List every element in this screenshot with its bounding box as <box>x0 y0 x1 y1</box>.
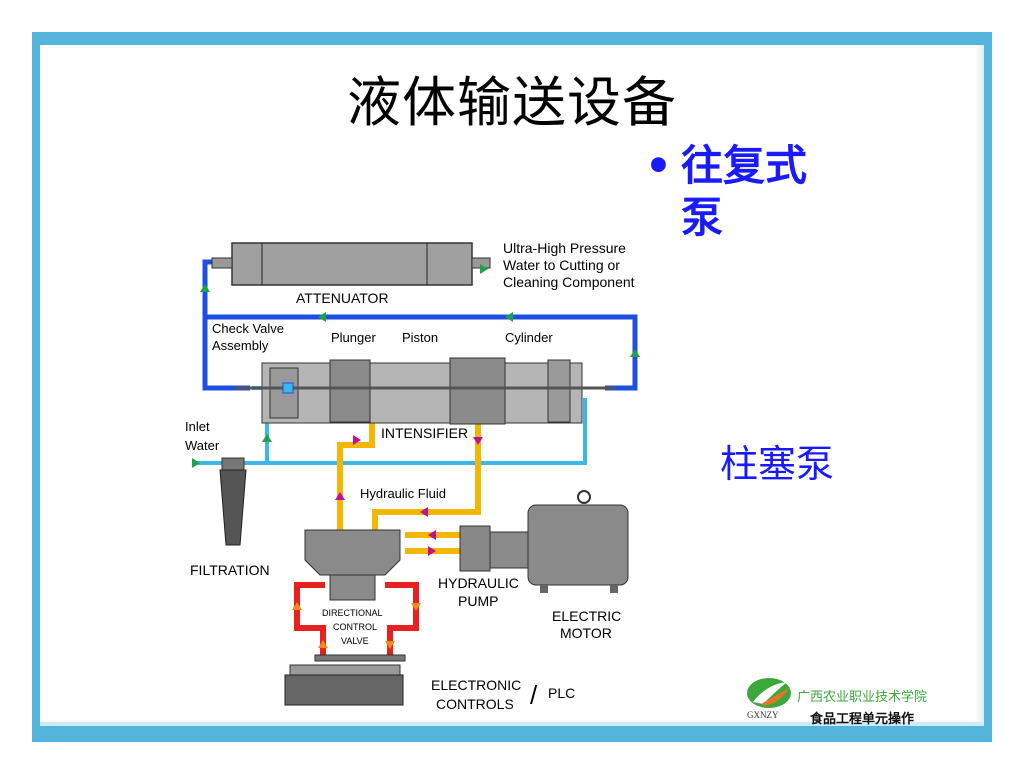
label-plunger: Plunger <box>331 330 376 345</box>
arrow-left-icon <box>428 530 436 540</box>
label-motor-1: ELECTRIC <box>552 608 621 624</box>
filter <box>219 457 247 546</box>
course-name: 食品工程单元操作 <box>810 712 915 727</box>
label-valve-3: VALVE <box>341 636 369 646</box>
frame-shadow-bottom <box>40 722 984 726</box>
label-pump-2: PUMP <box>458 593 498 609</box>
arrow-left-icon <box>420 507 428 517</box>
arrow-left-icon <box>505 312 513 322</box>
label-valve-2: CONTROL <box>333 622 377 632</box>
arrow-up-icon <box>292 602 302 610</box>
arrow-right-icon <box>428 546 436 556</box>
arrow-up-icon <box>335 492 345 500</box>
label-attenuator: ATTENUATOR <box>296 290 389 306</box>
arrow-left-icon <box>318 312 326 322</box>
electric-motor <box>527 490 629 593</box>
electronic-controls <box>284 654 406 706</box>
arrow-up-icon <box>262 434 272 442</box>
label-motor-2: MOTOR <box>560 625 612 641</box>
arrow-down-icon <box>411 603 421 611</box>
arrow-down-icon <box>473 437 483 445</box>
label-check-valve-2: Assembly <box>212 338 269 353</box>
control-pipes <box>294 582 419 655</box>
label-hydraulic-fluid: Hydraulic Fluid <box>360 486 446 501</box>
hydraulic-pump <box>459 525 529 572</box>
label-check-valve-1: Check Valve <box>212 321 284 336</box>
bullet-marker: • <box>645 141 672 190</box>
label-controls-1: ELECTRONIC <box>431 677 521 693</box>
control-pipe-left <box>294 582 326 655</box>
label-output-1: Ultra-High Pressure <box>503 240 626 256</box>
inlet-pipe-main <box>192 398 587 465</box>
diagram-labels: Ultra-High Pressure Water to Cutting or … <box>185 240 635 712</box>
arrow-right-icon <box>192 458 200 468</box>
label-pump-1: HYDRAULIC <box>438 575 519 591</box>
slide-title: 液体输送设备 <box>347 71 677 134</box>
label-valve-1: DIRECTIONAL <box>322 608 383 618</box>
control-pipe-right <box>385 582 419 655</box>
arrow-right-icon <box>480 264 488 274</box>
directional-valve <box>304 529 401 601</box>
attenuator <box>211 242 491 286</box>
flow-arrows <box>192 264 640 649</box>
label-inlet-1: Inlet <box>185 419 210 434</box>
arrow-up-icon <box>630 349 640 357</box>
school-logo: 广西农业职业技术学院 GXNZY 食品工程单元操作 <box>745 672 975 728</box>
cylinder-endcap <box>547 359 571 423</box>
frame-shadow-right <box>975 45 984 725</box>
piston-block <box>449 357 506 425</box>
bullet-text: 往复式泵 <box>681 141 808 242</box>
pump-type-label: 柱塞泵 <box>720 442 835 486</box>
arrow-up-icon <box>318 640 328 648</box>
label-intensifier: INTENSIFIER <box>381 425 468 441</box>
label-output-3: Cleaning Component <box>503 274 635 290</box>
label-controls-2: CONTROLS <box>436 696 514 712</box>
school-abbr: GXNZY <box>747 710 779 720</box>
label-piston: Piston <box>402 330 438 345</box>
arrow-right-icon <box>353 435 361 445</box>
arrow-up-icon <box>200 284 210 292</box>
label-slash: / <box>530 680 538 710</box>
label-output-2: Water to Cutting or <box>503 257 620 273</box>
intensifier <box>235 357 615 425</box>
leaf-logo-icon <box>747 678 791 708</box>
label-filtration: FILTRATION <box>190 562 270 578</box>
label-plc: PLC <box>548 685 575 701</box>
arrow-down-icon <box>385 641 395 649</box>
school-name: 广西农业职业技术学院 <box>797 690 928 705</box>
label-inlet-2: Water <box>185 438 220 453</box>
plunger-block <box>329 359 371 423</box>
label-cylinder: Cylinder <box>505 330 553 345</box>
